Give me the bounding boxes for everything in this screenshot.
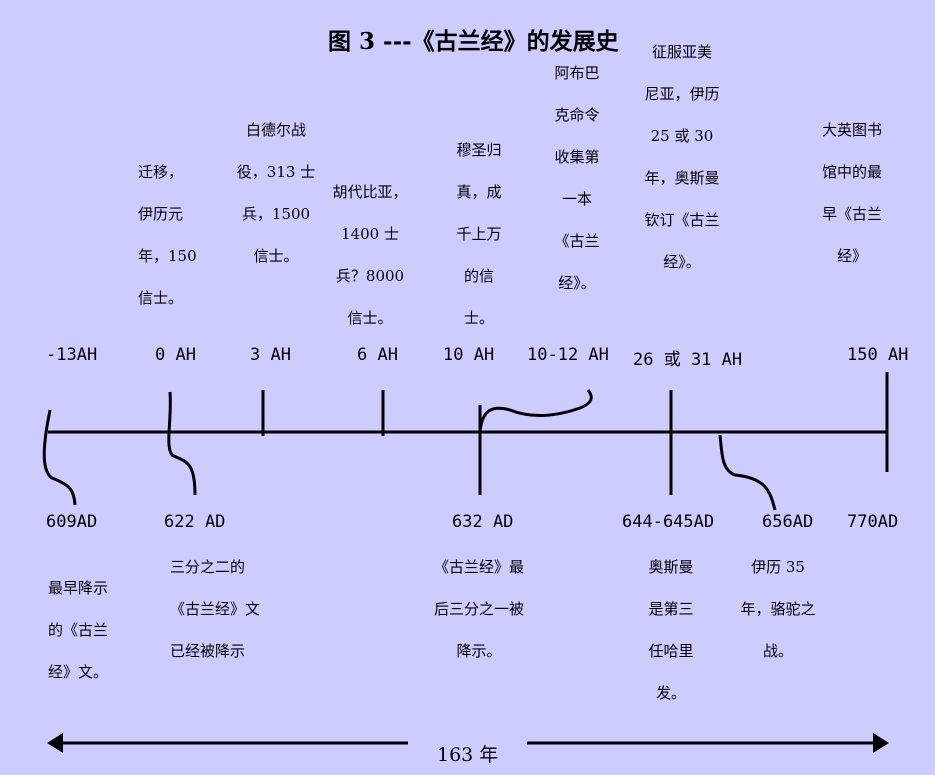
ad-label: 644-645AD: [622, 512, 715, 532]
event-text-line: 馆中的最: [821, 163, 882, 181]
event-text-line: 役，313 士: [236, 163, 316, 181]
connector-10-12ah: [478, 389, 593, 433]
event-text-line: 白德尔战: [245, 121, 306, 139]
event-text-line: 真，成: [456, 183, 502, 201]
event-two-thirds: 三分之二的《古兰经》文已经被降示: [170, 546, 260, 672]
event-text-line: 后三分之一被: [433, 600, 524, 618]
event-text-line: 战。: [762, 642, 793, 660]
event-badr: 白德尔战役，313 士兵，1500 信士。: [232, 109, 320, 277]
event-text-line: 迁移，: [138, 163, 184, 181]
event-text-line: 士。: [463, 309, 494, 327]
event-text-line: 25 或 30: [650, 127, 714, 145]
event-hudaybiyyah: 胡代比亚， 1400 士兵？8000 信士。: [326, 171, 414, 339]
event-text-line: 大英图书: [821, 121, 882, 139]
ad-label: 632 AD: [452, 512, 514, 532]
event-text-line: 收集第: [554, 148, 600, 166]
event-text-line: 经》: [836, 247, 867, 265]
event-text-line: 信士。: [138, 289, 184, 307]
ad-label: 609AD: [46, 512, 98, 532]
event-text-line: 阿布巴: [554, 64, 600, 82]
event-text-line: 任哈里: [648, 642, 694, 660]
event-text-line: 最早降示: [48, 579, 109, 597]
ah-label: 10-12 AH: [527, 345, 609, 365]
event-text-line: 经》文。: [48, 663, 109, 681]
event-british-library: 大英图书馆中的最早《古兰经》: [808, 109, 896, 277]
event-uthman-codex: 征服亚美尼亚，伊历 25 或 30 年，奥斯曼钦订《古兰经》。: [634, 31, 730, 283]
arrow-left-head: [47, 733, 63, 753]
ah-label: 6 AH: [357, 345, 398, 365]
event-text-line: 经》。: [663, 253, 701, 271]
ad-label: 656AD: [762, 512, 814, 532]
arrow-right-head: [873, 733, 889, 753]
event-text-line: 钦订《古兰: [644, 211, 720, 229]
event-text-line: 《古兰经》最: [433, 558, 524, 576]
event-text-line: 年，奥斯曼: [644, 169, 720, 187]
event-text-line: 《古兰经》文: [170, 600, 261, 618]
connector-609ad: [42, 409, 77, 506]
event-text-line: 胡代比亚，: [332, 183, 408, 201]
event-third-caliph: 奥斯曼是第三任哈里发。: [635, 546, 707, 714]
event-text-line: 年，骆驼之: [740, 600, 816, 618]
event-first-revelation: 最早降示的《古兰经》文。: [48, 567, 108, 693]
ah-label: 3 AH: [250, 345, 291, 365]
event-text-line: 征服亚美: [651, 43, 712, 61]
event-text-line: 伊历元: [138, 205, 184, 223]
ah-label: 0 AH: [155, 345, 196, 365]
event-text-line: 三分之二的: [170, 558, 246, 576]
event-text-line: 克命令: [554, 106, 600, 124]
event-text-line: 尼亚，伊历: [644, 85, 720, 103]
event-text-line: 一本: [561, 190, 592, 208]
connector-656ad: [718, 434, 777, 511]
event-text-line: 《古兰: [554, 232, 600, 250]
connector-622ad: [167, 391, 197, 496]
event-text-line: 降示。: [456, 642, 502, 660]
event-last-third: 《古兰经》最后三分之一被降示。: [420, 546, 538, 672]
event-text-line: 是第三: [648, 600, 694, 618]
event-camel-battle: 伊历 35 年，骆驼之战。: [730, 546, 826, 672]
ad-label: 770AD: [847, 512, 899, 532]
ah-label: -13AH: [46, 345, 98, 365]
event-text-line: 的《古兰: [48, 621, 109, 639]
event-text-line: 经》。: [558, 274, 596, 292]
diagram-title: 图 3 ---《古兰经》的发展史: [328, 28, 619, 55]
event-abu-bakr: 阿布巴克命令收集第一本《古兰经》。: [538, 52, 616, 304]
event-text-line: 信士。: [347, 309, 393, 327]
event-prophet-death: 穆圣归真，成千上万的信士。: [440, 129, 518, 339]
event-text-line: 信士。: [253, 247, 299, 265]
ah-label: 26 或 31 AH: [633, 350, 743, 370]
event-text-line: 年，150: [138, 247, 197, 265]
event-hijra: 迁移， 伊历元年，150 信士。: [138, 151, 197, 319]
event-text-line: 兵，1500: [241, 205, 311, 223]
ah-label: 150 AH: [847, 345, 909, 365]
event-text-line: 的信: [463, 267, 494, 285]
event-text-line: 兵？8000: [335, 267, 405, 285]
event-text-line: 已经被降示: [170, 642, 246, 660]
event-text-line: 穆圣归: [456, 141, 502, 159]
event-text-line: 千上万: [456, 225, 502, 243]
ad-label: 622 AD: [164, 512, 226, 532]
event-text-line: 奥斯曼: [648, 558, 694, 576]
ah-label: 10 AH: [443, 345, 495, 365]
event-text-line: 早《古兰: [821, 205, 882, 223]
duration-label: 163 年: [437, 744, 499, 766]
event-text-line: 发。: [655, 684, 686, 702]
event-text-line: 1400 士: [341, 225, 399, 243]
event-text-line: 伊历 35: [751, 558, 805, 576]
